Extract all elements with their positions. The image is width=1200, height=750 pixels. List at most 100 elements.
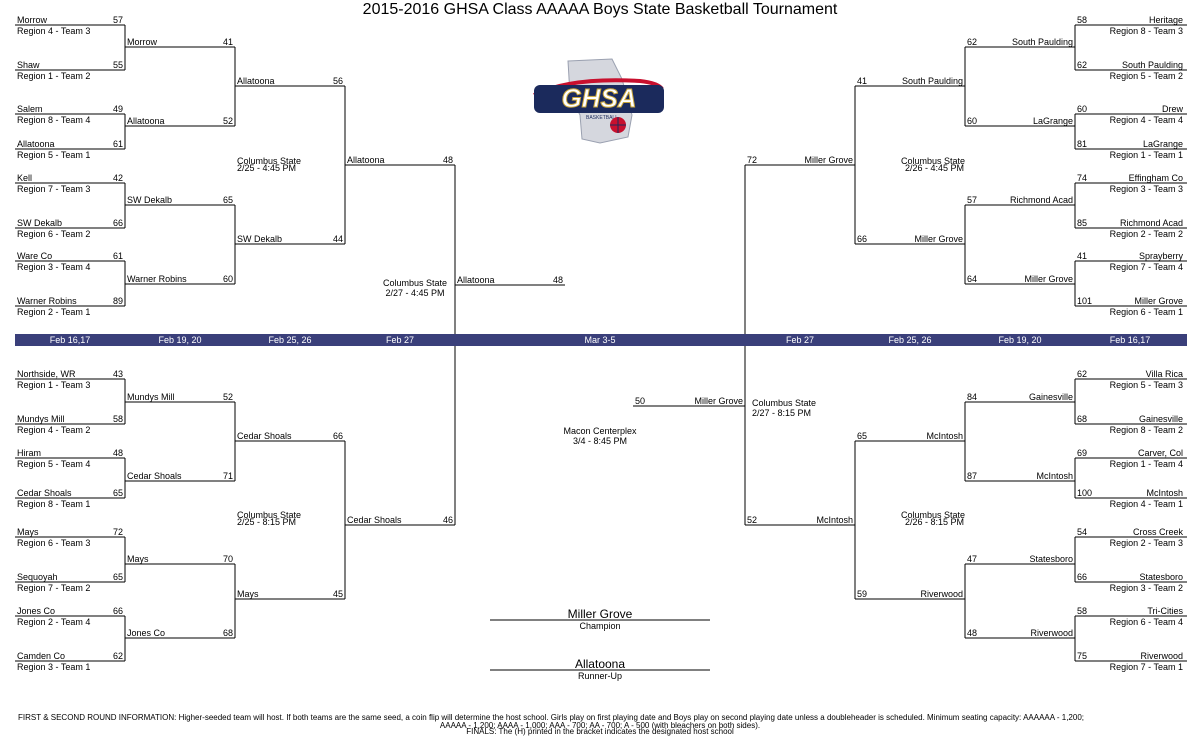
team-score: 66 <box>1077 572 1088 582</box>
team-name: Richmond Acad <box>1119 218 1183 228</box>
venue-text: Columbus State <box>901 156 966 166</box>
team-score: 85 <box>1077 218 1088 228</box>
team-score: 57 <box>967 195 978 205</box>
team-name: Shaw <box>17 60 40 70</box>
team-score: 56 <box>332 76 343 86</box>
venue-text: 2/25 - 8:15 PM <box>237 517 297 527</box>
team-name: McIntosh <box>816 515 853 525</box>
team-name: Gainesville <box>1028 392 1073 402</box>
team-name: Miller Grove <box>804 155 853 165</box>
round-date-label: Feb 16,17 <box>49 335 91 345</box>
team-seed: Region 2 - Team 2 <box>1109 229 1183 239</box>
team-name: Cross Creek <box>1132 527 1183 537</box>
team-name: South Paulding <box>1011 37 1073 47</box>
team-score: 48 <box>442 155 453 165</box>
venue-text: Columbus State <box>752 398 817 408</box>
team-score: 65 <box>112 488 123 498</box>
team-score: 46 <box>442 515 453 525</box>
team-score: 54 <box>1077 527 1088 537</box>
team-name: Miller Grove <box>914 234 963 244</box>
team-name: Cedar Shoals <box>237 431 292 441</box>
team-score: 62 <box>1077 60 1088 70</box>
team-name: Allatoona <box>17 139 55 149</box>
runner-up-name: Allatoona <box>574 657 626 671</box>
team-name: Allatoona <box>237 76 275 86</box>
team-score: 72 <box>112 527 123 537</box>
team-score: 87 <box>967 471 978 481</box>
team-seed: Region 6 - Team 4 <box>1109 617 1183 627</box>
round-date-label: Feb 25, 26 <box>268 335 312 345</box>
venue-text: 2/27 - 8:15 PM <box>752 408 812 418</box>
team-name: Kell <box>17 173 33 183</box>
team-score: 64 <box>967 274 978 284</box>
team-score: 72 <box>747 155 758 165</box>
team-name: Cedar Shoals <box>17 488 72 498</box>
round-date-label: Feb 16,17 <box>1109 335 1151 345</box>
team-score: 60 <box>222 274 233 284</box>
team-score: 50 <box>635 396 646 406</box>
team-seed: Region 2 - Team 3 <box>1109 538 1183 548</box>
team-name: Morrow <box>17 15 48 25</box>
team-score: 44 <box>332 234 343 244</box>
team-name: Statesboro <box>1029 554 1073 564</box>
team-score: 66 <box>857 234 868 244</box>
team-seed: Region 1 - Team 1 <box>1109 150 1183 160</box>
team-score: 71 <box>222 471 233 481</box>
team-score: 81 <box>1077 139 1088 149</box>
footer-line-3: FINALS: The (H) printed in the bracket i… <box>466 727 734 736</box>
team-score: 42 <box>112 173 123 183</box>
team-score: 68 <box>222 628 233 638</box>
team-seed: Region 5 - Team 1 <box>17 150 91 160</box>
team-name: Northside, WR <box>17 369 76 379</box>
team-name: Warner Robins <box>127 274 187 284</box>
team-score: 58 <box>112 414 123 424</box>
team-seed: Region 8 - Team 4 <box>17 115 91 125</box>
team-score: 60 <box>967 116 978 126</box>
team-seed: Region 7 - Team 2 <box>17 583 91 593</box>
team-score: 62 <box>1077 369 1088 379</box>
team-seed: Region 7 - Team 1 <box>1109 662 1183 672</box>
team-name: Tri-Cities <box>1147 606 1183 616</box>
team-score: 65 <box>857 431 868 441</box>
team-name: Riverwood <box>1140 651 1183 661</box>
team-score: 89 <box>112 296 123 306</box>
team-name: Mays <box>17 527 39 537</box>
team-name: Effingham Co <box>1128 173 1183 183</box>
team-name: Jones Co <box>127 628 166 638</box>
team-score: 57 <box>112 15 123 25</box>
team-name: South Paulding <box>1121 60 1183 70</box>
team-score: 69 <box>1077 448 1088 458</box>
ghsa-basketball-logo-icon: GHSA BASKETBALL <box>533 58 664 144</box>
team-score: 58 <box>1077 606 1088 616</box>
team-name: Warner Robins <box>17 296 77 306</box>
team-name: Sprayberry <box>1138 251 1183 261</box>
round-date-label: Feb 25, 26 <box>888 335 932 345</box>
team-seed: Region 4 - Team 3 <box>17 26 91 36</box>
champion-label: Champion <box>579 621 621 631</box>
team-seed: Region 5 - Team 2 <box>1109 71 1183 81</box>
team-score: 41 <box>222 37 233 47</box>
team-score: 52 <box>222 392 233 402</box>
team-seed: Region 8 - Team 2 <box>1109 425 1183 435</box>
footer-line-1: FIRST & SECOND ROUND INFORMATION: Higher… <box>18 713 1084 722</box>
team-name: Cedar Shoals <box>127 471 182 481</box>
team-seed: Region 5 - Team 3 <box>1109 380 1183 390</box>
team-name: Mundys Mill <box>127 392 175 402</box>
team-seed: Region 1 - Team 4 <box>1109 459 1183 469</box>
team-seed: Region 1 - Team 3 <box>17 380 91 390</box>
team-name: Riverwood <box>920 589 963 599</box>
team-name: Mays <box>237 589 259 599</box>
logo-subtext: BASKETBALL <box>586 115 618 121</box>
team-score: 52 <box>222 116 233 126</box>
team-score: 65 <box>222 195 233 205</box>
team-name: McIntosh <box>926 431 963 441</box>
team-name: SW Dekalb <box>127 195 173 205</box>
team-name: Camden Co <box>17 651 66 661</box>
team-score: 58 <box>1077 15 1088 25</box>
team-score: 66 <box>112 218 123 228</box>
team-score: 62 <box>112 651 123 661</box>
team-seed: Region 6 - Team 3 <box>17 538 91 548</box>
team-name: Cedar Shoals <box>347 515 402 525</box>
